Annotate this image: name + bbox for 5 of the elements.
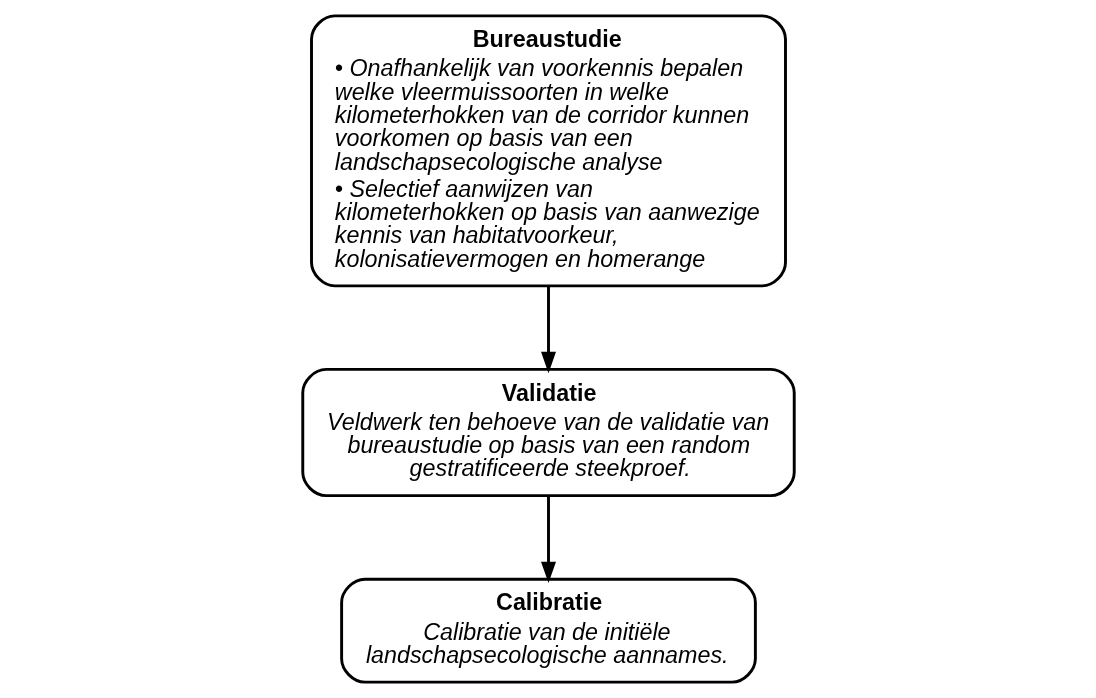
node-box: Calibratie Calibratie van de initiële landschapsecologische aannames. [339,577,757,684]
node-box: Bureaustudie • Onafhankelijk van voorkennis bepalen welke vleermuissoorten in welke kilometerhokken van de corridor kunnen voorkomen op basis van een landschapsecologische analyse • Selectief aanwijzen van kilometerhokken op basis van aanwezige kennis van habitatvoorkeur, kolonisatievermogen en homerange [309,14,787,288]
node-box: Validatie Veldwerk ten behoeve van de validatie van bureaustudie op basis van een random gestratificeerde steekproef. [300,367,796,498]
arrow [540,286,556,374]
arrow [540,495,556,584]
